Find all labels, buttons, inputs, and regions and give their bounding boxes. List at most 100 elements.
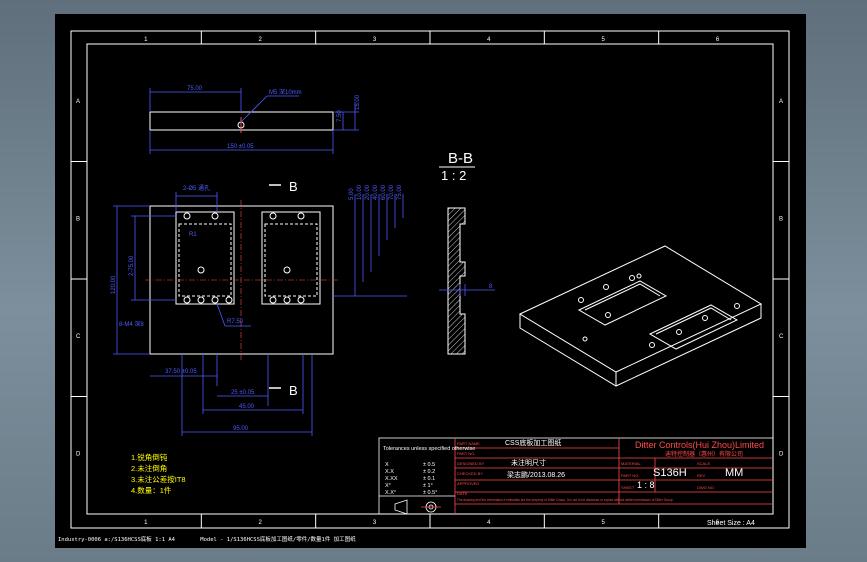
dim-pitch-left: 2-75.00: [129, 255, 135, 276]
mounting-hole: [211, 296, 219, 304]
zone-col-top: 2: [259, 37, 263, 43]
mounting-hole: [297, 212, 305, 220]
dim-b-25: 25 ±0.05: [231, 390, 255, 396]
title-block-right-label: REV: [697, 473, 706, 478]
zone-row-left: C: [76, 334, 81, 340]
mounting-hole: [211, 212, 219, 220]
company-name-cn: 迪特控制器（惠州）有限公司: [665, 450, 743, 458]
zone-row-right: A: [779, 99, 783, 105]
dim-thick-15: 15.00: [355, 94, 361, 110]
company-name: Ditter Controls(Hui Zhou)Limited: [635, 440, 764, 450]
stack-dim-label: 75.00: [397, 184, 403, 200]
title-block-label: CHECKED BY: [457, 471, 483, 476]
title-block-label: APPROVED: [457, 481, 479, 486]
mounting-hole: [297, 296, 305, 304]
zone-row-left: D: [76, 451, 81, 457]
top-view: [149, 111, 334, 133]
zone-col-top: 5: [602, 37, 606, 43]
title-block-label: DESIGNED BY: [457, 461, 485, 466]
scale-value: 1 : 8: [637, 480, 655, 490]
isometric-view: [518, 245, 763, 387]
zone-col-bottom: 2: [259, 520, 263, 526]
drawing-date: 梁志鹏/2013.08.26: [507, 470, 565, 479]
dim-hole-note: M5 深10mm: [269, 88, 302, 96]
mounting-hole: [269, 212, 277, 220]
tolerance-value: ± 0.5: [423, 462, 435, 468]
tolerance-value: ± 1°: [423, 483, 433, 489]
dim-radius: R1: [189, 232, 197, 238]
tolerance-spec: X: [385, 462, 389, 468]
stack-dim-label: 40.00: [373, 184, 379, 200]
title-block: [378, 437, 774, 515]
section-scale: 1 : 2: [441, 168, 466, 183]
drawing-name: CSS底板加工图纸: [505, 438, 561, 447]
section-view: [439, 207, 495, 355]
zone-col-bottom: 3: [373, 520, 377, 526]
plan-centerlines: [145, 200, 339, 360]
legal-notice: The drawing and the information it embod…: [457, 498, 674, 502]
dim-b-95: 95.00: [233, 426, 249, 432]
zone-row-right: C: [779, 334, 784, 340]
tolerance-spec: X.X°: [385, 490, 396, 496]
status-right: Model - 1/S136HCSS底板加工图纸/零件/数量1件 加工图纸: [200, 537, 356, 543]
note-line: 2.未注倒角: [131, 463, 167, 473]
cut-label-top: B: [289, 179, 298, 194]
zone-row-right: D: [779, 451, 784, 457]
tolerance-spec: X°: [385, 483, 391, 489]
stack-dim-label: 60.00: [381, 184, 387, 200]
title-block-right-label: SCALE: [697, 461, 710, 466]
mounting-hole: [183, 296, 191, 304]
mounting-hole: [283, 296, 291, 304]
title-block-right-label: SHEET: [621, 485, 635, 490]
zone-col-bottom: 5: [602, 520, 606, 526]
tolerance-rows: X ± 0.5X.X ± 0.2X.XX ± 0.1X° ± 1° X.X° ± 0.5°: [385, 462, 437, 496]
projection-symbol: [394, 499, 441, 515]
dim-side-note: 8-M4 深8: [119, 320, 144, 328]
stack-dim-label: 70.00: [389, 184, 395, 200]
tolerance-value: ± 0.5°: [423, 490, 437, 496]
dim-height-75: 7.50: [337, 110, 343, 122]
section-label: B-B: [448, 150, 473, 167]
section-depth-dim: 8: [489, 284, 493, 290]
plan-view-holes: [183, 212, 305, 304]
note-line: 1.锐角倒钝: [131, 452, 168, 462]
note-line: 3.未注公差按IT8: [131, 474, 186, 484]
tolerance-value: ± 0.1: [423, 476, 435, 482]
tolerance-title: Tolerances unless specified otherwise: [383, 446, 475, 452]
dim-b-45: 45.00: [239, 404, 255, 410]
note-line: 4.数量：1件: [131, 485, 172, 495]
tolerance-spec: X.X: [385, 469, 394, 475]
mounting-hole: [197, 296, 205, 304]
dim-bottom-75: 37.50 ±0.05: [165, 369, 197, 375]
mounting-hole: [283, 266, 291, 274]
zone-col-bottom: 4: [487, 520, 491, 526]
tolerance-spec: X.XX: [385, 476, 398, 482]
zone-col-top: 6: [716, 37, 720, 43]
mounting-hole: [183, 212, 191, 220]
stack-dim-label: 20.00: [365, 184, 371, 200]
dim-top-hole: 2-Ø5 通孔: [183, 184, 210, 192]
sheet-size: Sheet Size : A4: [707, 520, 755, 527]
zone-col-top: 3: [373, 37, 377, 43]
dim-overall-150: 150 ±0.05: [227, 144, 254, 150]
dim-len-75: 75.00: [187, 86, 203, 92]
status-bar: Industry-0006 a:/S136HCSS底板 1:1 A4 Model…: [58, 533, 818, 547]
tolerance-value: ± 0.2: [423, 469, 435, 475]
part-number: S136H: [653, 467, 687, 479]
dim-height-120: 120.00: [111, 275, 117, 294]
zone-col-top: 1: [144, 37, 148, 43]
top-view-dims: [149, 88, 359, 154]
design-name: 未注明尺寸: [511, 458, 546, 467]
plan-view-dims: [113, 192, 407, 436]
mounting-hole: [225, 296, 233, 304]
zone-row-left: B: [76, 216, 80, 222]
title-block-right-label: DWG NO: [697, 485, 714, 490]
stack-dim-label: 5.00: [349, 188, 355, 200]
zone-row-right: B: [779, 216, 783, 222]
dim-radius-2: R7.50: [227, 319, 244, 325]
